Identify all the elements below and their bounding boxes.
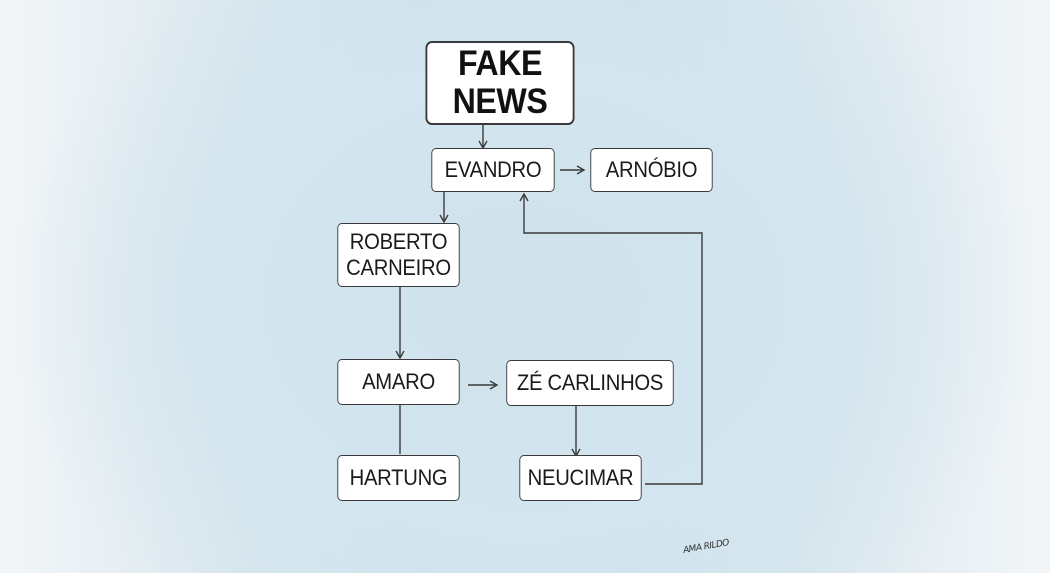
node-roberto-carneiro: ROBERTO CARNEIRO <box>337 223 460 287</box>
node-amaro-label: AMARO <box>362 369 435 394</box>
edge-neucimar-evandro <box>519 192 703 485</box>
node-ze-carlinhos-label: ZÉ CARLINHOS <box>516 370 664 395</box>
node-fake-news-label: FAKE NEWS <box>452 44 548 121</box>
node-roberto-carneiro-label: ROBERTO CARNEIRO <box>346 229 451 280</box>
node-hartung: HARTUNG <box>337 455 460 501</box>
node-hartung-label: HARTUNG <box>349 465 448 490</box>
node-ze-carlinhos: ZÉ CARLINHOS <box>506 360 674 406</box>
node-amaro: AMARO <box>337 359 460 405</box>
node-fake-news: FAKE NEWS <box>425 41 575 125</box>
node-evandro-label: EVANDRO <box>444 157 542 182</box>
node-evandro: EVANDRO <box>431 148 555 192</box>
node-neucimar: NEUCIMAR <box>519 455 642 501</box>
node-neucimar-label: NEUCIMAR <box>527 465 634 490</box>
node-arnobio: ARNÓBIO <box>590 148 713 192</box>
node-arnobio-label: ARNÓBIO <box>605 157 698 182</box>
